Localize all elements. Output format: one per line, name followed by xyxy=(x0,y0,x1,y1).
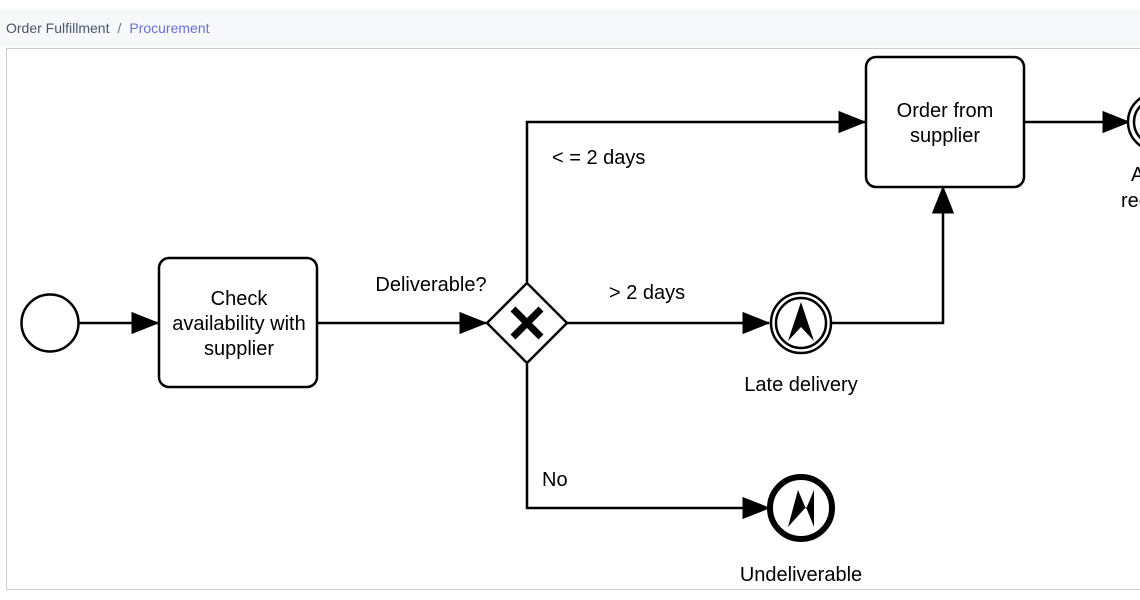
error-icon xyxy=(788,490,814,527)
escalation-icon xyxy=(788,302,814,341)
breadcrumb-item-procurement[interactable]: Procurement xyxy=(129,20,210,36)
late-delivery-label: Late delivery xyxy=(744,374,857,396)
late-delivery-event[interactable] xyxy=(769,291,833,355)
task-order-label-line1: Order from xyxy=(897,100,994,122)
task-order-label-line2: supplier xyxy=(910,125,980,147)
right-edge-event-label-line1: A xyxy=(1131,164,1140,186)
flow-le2-days[interactable] xyxy=(525,110,867,282)
task-check-label-line3: supplier xyxy=(204,338,274,360)
x-icon xyxy=(510,306,544,340)
breadcrumb-separator: / xyxy=(117,20,122,36)
breadcrumb: Order Fulfillment / Procurement xyxy=(0,9,1140,47)
undeliverable-end-event[interactable] xyxy=(767,474,835,542)
right-edge-event-label-line2: rec xyxy=(1121,190,1140,212)
task-check-label-line1: Check xyxy=(211,288,269,310)
breadcrumb-item-order-fulfillment[interactable]: Order Fulfillment xyxy=(6,20,110,36)
task-check-availability[interactable]: Check availability with supplier xyxy=(157,256,319,389)
task-check-label-line2: availability with xyxy=(172,313,305,335)
start-event[interactable] xyxy=(20,293,80,353)
flow-label-le2-days: < = 2 days xyxy=(552,147,645,169)
gateway-label: Deliverable? xyxy=(375,274,486,296)
exclusive-gateway[interactable] xyxy=(485,281,569,365)
flow-no[interactable] xyxy=(525,364,771,520)
flow-label-no: No xyxy=(542,469,568,491)
flow-label-gt2-days: > 2 days xyxy=(609,282,685,304)
right-edge-event[interactable] xyxy=(1126,93,1140,151)
diagram-canvas[interactable]: Check availability with supplier Deliver… xyxy=(6,48,1140,590)
bpmn-diagram: Check availability with supplier Deliver… xyxy=(20,55,1140,586)
undeliverable-label: Undeliverable xyxy=(740,564,862,586)
flow-late-to-order[interactable] xyxy=(832,185,955,325)
task-order-from-supplier[interactable]: Order from supplier xyxy=(864,55,1026,189)
